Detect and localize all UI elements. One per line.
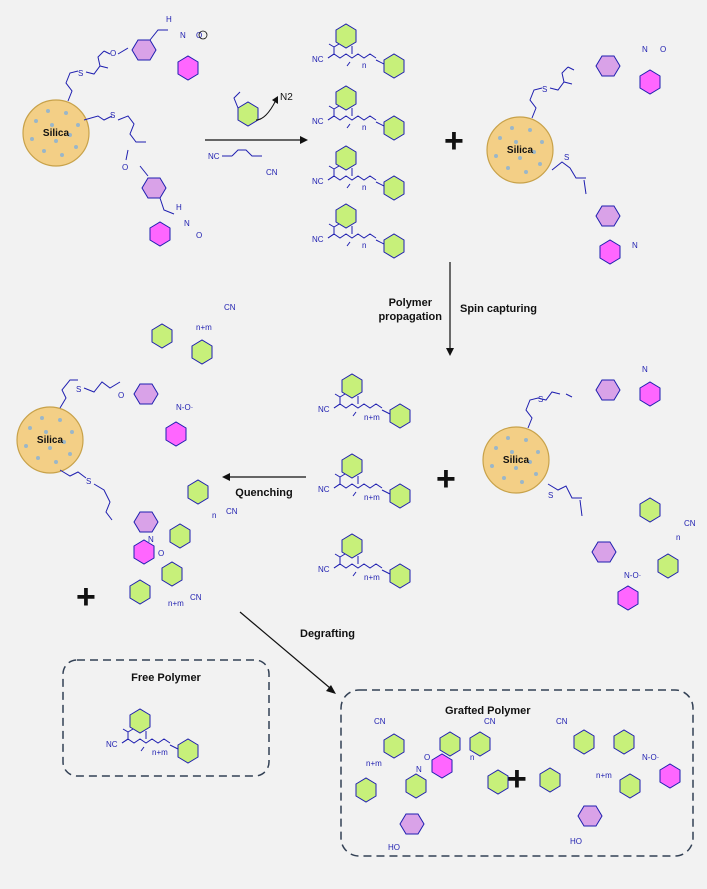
chain-nc-4: NC (312, 235, 324, 244)
polymer-propagation-label-2: propagation (378, 311, 442, 323)
degrafting-label: Degrafting (300, 628, 355, 640)
nitrone-n: N (180, 31, 186, 40)
ester-oxygen-2: O (122, 163, 128, 172)
nitrone-phenyl-ring (177, 55, 199, 81)
quenching-label: Quenching (235, 487, 292, 499)
chain-cn-left-mid: CN (226, 507, 238, 516)
chain-cn-right: CN (684, 519, 696, 528)
chain-nm-1: n+m (364, 413, 380, 422)
nitrone-h-2: H (176, 203, 182, 212)
silica-label: Silica (43, 128, 70, 139)
chain-cn-left-bot: CN (190, 593, 202, 602)
chain-nc-7: NC (318, 565, 330, 574)
minus-charge-icon (198, 30, 208, 40)
grafted-nitroxide: N-O· (642, 753, 659, 762)
sulfur-atom-4: S (564, 153, 569, 162)
degrafting-arrow: Degrafting (239, 611, 355, 694)
phenol-ring-2 (141, 177, 167, 199)
chain-nc-1: NC (312, 55, 324, 64)
nitroxide-label-right: N-O· (624, 571, 641, 580)
nitrone-n-2: N (184, 219, 190, 228)
nitrone-h: H (166, 15, 172, 24)
grafted-cn-1: CN (374, 717, 386, 726)
chain-nm-3: n+m (364, 573, 380, 582)
plus-sign-middle: + (436, 460, 456, 498)
growing-chains-top: NC n NC n NC n NC n (312, 23, 405, 259)
plus-sign-bottom-left: + (76, 578, 96, 616)
free-polymer-nc: NC (106, 740, 118, 749)
grafted-cn-2: CN (484, 717, 496, 726)
quenching-arrow: Quenching (222, 473, 306, 499)
silica-nitrone-top-right: Silica S N O S N (486, 45, 666, 265)
alkoxyamine-o: O (158, 549, 164, 558)
plus-sign-grafted: + (507, 760, 527, 798)
grafted-cn-3: CN (556, 717, 568, 726)
sulfur-atom-8: S (86, 477, 91, 486)
sulfur-atom-7: S (76, 385, 81, 394)
chain-n-right: n (676, 533, 680, 542)
chain-n-1: n (362, 61, 366, 70)
silica-label-2: Silica (507, 145, 534, 156)
ester-oxygen-3: O (118, 391, 124, 400)
nitroxide-label-left: N-O· (176, 403, 193, 412)
phenol-ring (131, 39, 157, 61)
sulfur-atom-5: S (538, 395, 543, 404)
nitrogen-gas: N2 (280, 92, 293, 103)
grafted-polymer-box: Grafted Polymer CN CN n+m n O N HO + CN … (340, 689, 694, 857)
sulfur-atom-2: S (110, 111, 115, 120)
chain-nm-left-top: n+m (196, 323, 212, 332)
chain-nc-6: NC (318, 485, 330, 494)
chain-nc-5: NC (318, 405, 330, 414)
silica-nitrone-reactant: Silica S O H N O S O H N O (22, 15, 208, 247)
grafted-n-atom-1: N (416, 765, 422, 774)
spin-capturing-label: Spin capturing (460, 303, 537, 315)
chain-n-3: n (362, 183, 366, 192)
sulfur-atom: S (78, 69, 83, 78)
azo-nitrile-left: NC (208, 152, 220, 161)
polymer-propagation-label-1: Polymer (389, 297, 433, 309)
plus-sign-top: + (444, 122, 464, 160)
silica-fully-capped-left: Silica S O N-O· n+m CN S N O n CN n+m CN (16, 303, 238, 608)
grafted-n-1: n (470, 753, 474, 762)
chain-n-4: n (362, 241, 366, 250)
initiation-arrow: N2 NC CN (205, 91, 308, 177)
silica-partially-capped-right: Silica S N S N-O· n CN (482, 365, 696, 611)
chain-cn-left-top: CN (224, 303, 236, 312)
chain-n-2: n (362, 123, 366, 132)
grafted-ho-1: HO (388, 843, 400, 852)
ester-oxygen: O (110, 49, 116, 58)
grafted-nm-1: n+m (366, 759, 382, 768)
chain-nc-3: NC (312, 177, 324, 186)
azo-nitrile-right: CN (266, 168, 278, 177)
chain-nc-2: NC (312, 117, 324, 126)
chain-n-left-mid: n (212, 511, 216, 520)
silica-label-3: Silica (503, 455, 530, 466)
propagation-arrow: Polymer propagation Spin capturing (378, 262, 537, 356)
nitrone-n-3: N (642, 45, 648, 54)
nitrone-n-5: N (642, 365, 648, 374)
nitrone-o-3: O (660, 45, 666, 54)
grafted-polymer-title: Grafted Polymer (445, 705, 531, 717)
grafted-nm-2: n+m (596, 771, 612, 780)
nitrone-phenyl-ring-2 (149, 221, 171, 247)
nitrone-n-4: N (632, 241, 638, 250)
free-polymer-nm: n+m (152, 748, 168, 757)
alkoxyamine-n: N (148, 535, 154, 544)
free-polymer-title: Free Polymer (131, 672, 201, 684)
chain-nm-2: n+m (364, 493, 380, 502)
sulfur-atom-6: S (548, 491, 553, 500)
sulfur-atom-3: S (542, 85, 547, 94)
nitrone-o-2: O (196, 231, 202, 240)
grafted-ho-2: HO (570, 837, 582, 846)
chain-nm-left-bot: n+m (168, 599, 184, 608)
growing-chains-middle: NC n+m NC n+m NC n+m (318, 373, 411, 589)
styrene-ring (237, 101, 259, 127)
silica-label-4: Silica (37, 435, 64, 446)
free-polymer-box: Free Polymer NC n+m (62, 659, 270, 777)
grafted-o-1: O (424, 753, 430, 762)
